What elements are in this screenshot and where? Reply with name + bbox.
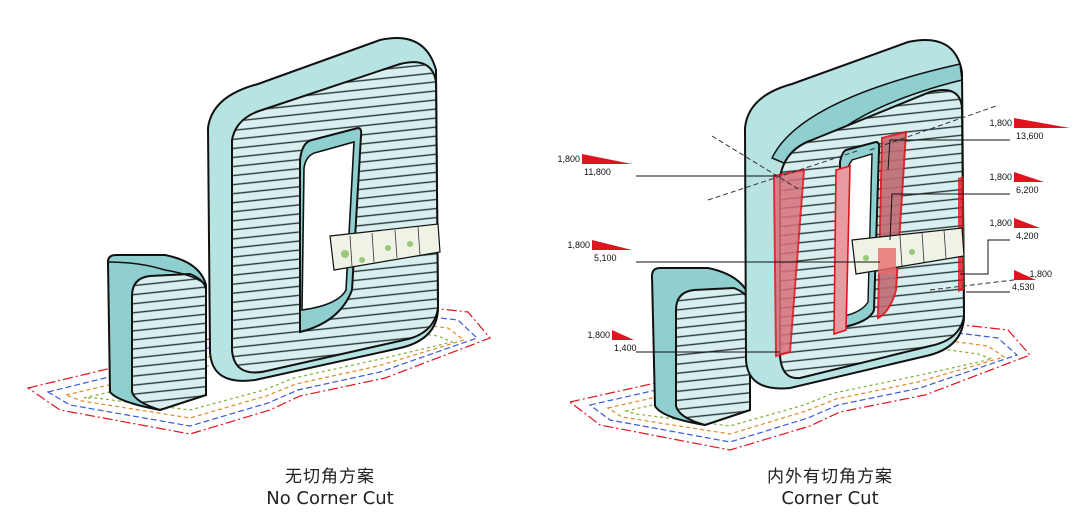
right-scheme-model — [568, 39, 1032, 451]
dimension-triangle — [1014, 172, 1044, 182]
dimension-annotations: 1,800 11,800 1,800 5,100 1,800 1,400 1,800 13,6… — [557, 118, 1070, 353]
left-main-tower — [206, 37, 441, 382]
dimension-leader-lines — [636, 139, 1010, 353]
left-scheme-model — [26, 37, 492, 435]
caption-right-english: Corner Cut — [781, 488, 879, 509]
dimension-bottom-value: 13,600 — [1016, 131, 1044, 141]
dimension-top-value: 1,800 — [1029, 269, 1052, 279]
right-main-tower — [743, 39, 966, 390]
dimension-triangle — [1014, 118, 1070, 128]
dimension-bottom-value: 6,200 — [1016, 185, 1039, 195]
dimension-top-value: 1,800 — [587, 330, 610, 340]
caption-no-corner-cut: 无切角方案 No Corner Cut — [180, 466, 480, 510]
caption-left-english: No Corner Cut — [266, 488, 394, 509]
dimension-flag-d4: 1,800 13,600 — [989, 118, 1070, 141]
dimension-triangle — [592, 240, 632, 250]
dimension-top-value: 1,800 — [557, 154, 580, 164]
dimension-top-value: 1,800 — [989, 218, 1012, 228]
right-small-tower — [650, 267, 751, 427]
dimension-triangle — [612, 330, 634, 340]
dimension-bottom-value: 4,530 — [1012, 282, 1035, 292]
dimension-bottom-value: 5,100 — [594, 253, 617, 263]
caption-corner-cut: 内外有切角方案 Corner Cut — [680, 466, 980, 510]
cut-guide-lines — [707, 105, 1031, 291]
dimension-triangle — [1014, 270, 1036, 280]
dimension-flag-d7: 1,800 4,530 — [1012, 269, 1052, 292]
dimension-top-value: 1,800 — [989, 118, 1012, 128]
dimension-flag-d1: 1,800 11,800 — [557, 154, 632, 177]
dimension-top-value: 1,800 — [567, 240, 590, 250]
dimension-flag-d3: 1,800 1,400 — [587, 330, 637, 353]
dimension-flag-d2: 1,800 5,100 — [567, 240, 632, 263]
caption-left-chinese: 无切角方案 — [285, 467, 375, 487]
dimension-top-value: 1,800 — [989, 172, 1012, 182]
caption-right-chinese: 内外有切角方案 — [767, 467, 893, 487]
dimension-flag-d6: 1,800 4,200 — [989, 218, 1040, 241]
dimension-bottom-value: 4,200 — [1016, 231, 1039, 241]
dimension-flag-d5: 1,800 6,200 — [989, 172, 1044, 195]
dimension-bottom-value: 1,400 — [614, 343, 637, 353]
dimension-triangle — [582, 154, 632, 164]
dimension-bottom-value: 11,800 — [584, 167, 611, 177]
dimension-triangle — [1014, 218, 1040, 228]
left-small-tower — [106, 254, 207, 412]
